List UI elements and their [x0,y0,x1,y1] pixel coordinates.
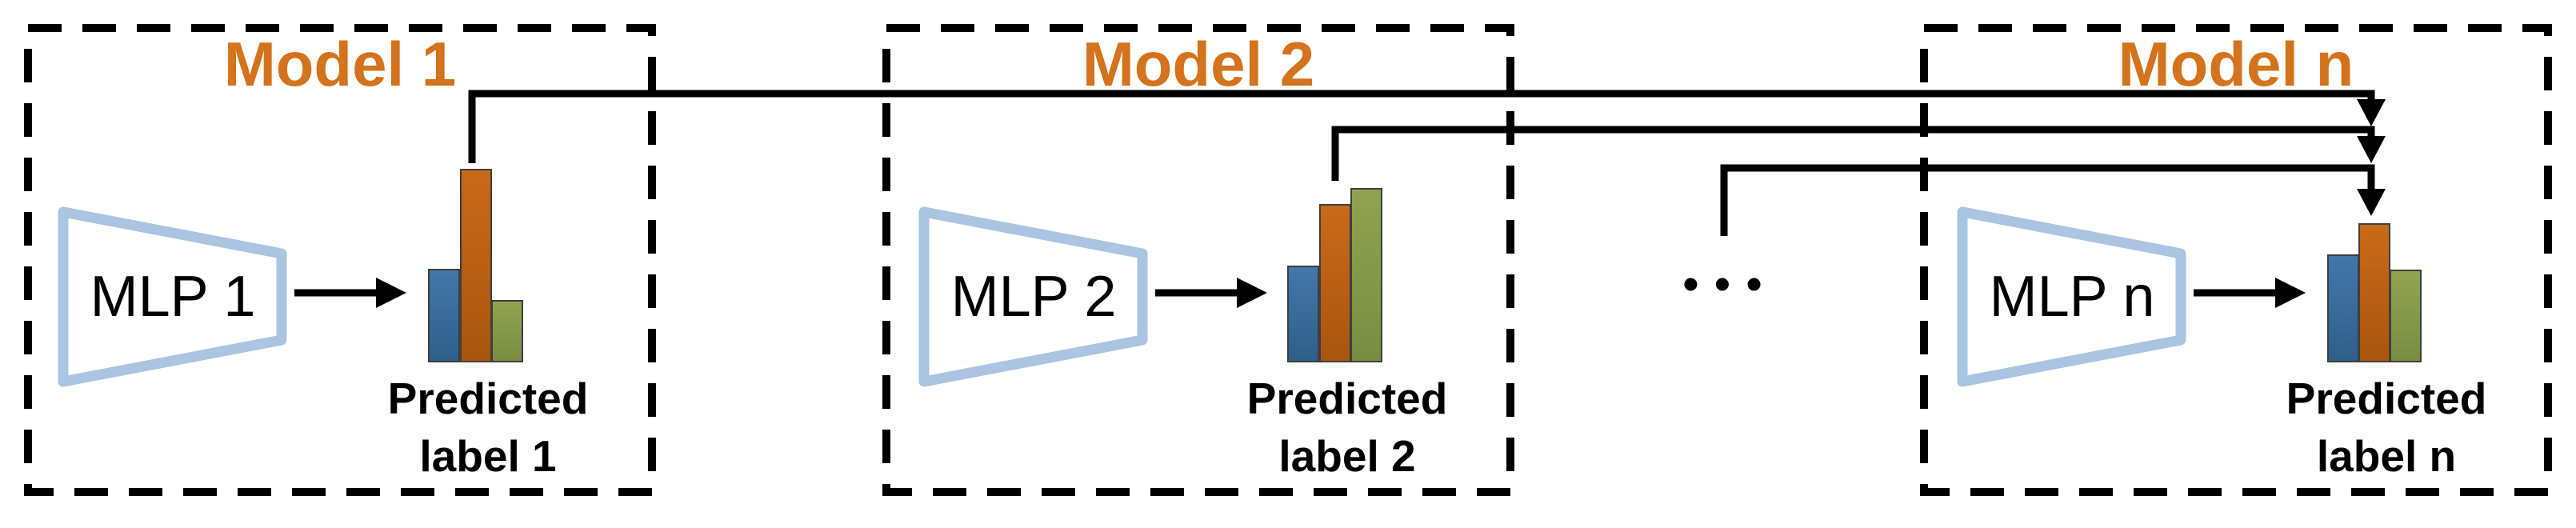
arrowhead-right-icon [376,278,406,308]
arrow-mlpn-to-predictionn [2194,278,2306,308]
caption-line-1: Predicted [387,374,589,423]
caption-line-2: label 1 [419,431,557,481]
arrowhead-down-icon [2357,99,2386,126]
mlp-n-label: MLP n [1989,265,2155,329]
prediction-2-bar-green [1350,188,1382,362]
prediction-2-caption: Predicted label 2 [1211,370,1483,485]
prediction-1-bar-orange [460,169,492,362]
prediction-2-bar-orange [1319,204,1351,362]
connector-line [468,90,2375,163]
model-2-title: Model 2 [1082,29,1315,99]
arrowhead-right-icon [1237,278,1267,308]
ellipsis-dots: ••• [1682,258,1778,309]
mlp-n-trapezoid [1957,206,2186,387]
mlp-2-trapezoid [918,206,1148,387]
connector-ellipsis-to-modeln [1720,164,2386,236]
prediction-2-bar-blue [1287,266,1319,362]
prediction-1-bar-green [491,300,523,362]
connector-line [1331,126,2375,181]
prediction-n-caption: Predicted label n [2250,370,2522,485]
prediction-1-caption: Predicted label 1 [352,370,624,485]
caption-line-2: label 2 [1278,431,1416,481]
prediction-1-bar-blue [428,269,460,362]
arrowhead-down-icon [2357,136,2386,163]
caption-line-2: label n [2316,431,2457,481]
mlp-1-label: MLP 1 [90,265,256,329]
prediction-n-bar-orange [2358,223,2390,362]
arrow-mlp2-to-prediction2 [1155,278,1267,308]
prediction-n-bar-green [2390,270,2422,362]
connector-line [1720,164,2375,236]
model-n-title: Model n [2118,29,2354,99]
arrow-mlp1-to-prediction1 [294,278,406,308]
mlp-2-label: MLP 2 [950,265,1117,329]
mlp-1-trapezoid [58,206,287,387]
arrowhead-down-icon [2357,189,2386,216]
caption-line-1: Predicted [2286,374,2487,423]
connector-prediction1-to-modeln [468,90,2386,163]
prediction-n-bar-blue [2327,254,2359,362]
connector-prediction2-to-modeln [1331,126,2386,181]
caption-line-1: Predicted [1246,374,1448,423]
arrowhead-right-icon [2275,278,2306,308]
model-1-title: Model 1 [223,29,457,99]
